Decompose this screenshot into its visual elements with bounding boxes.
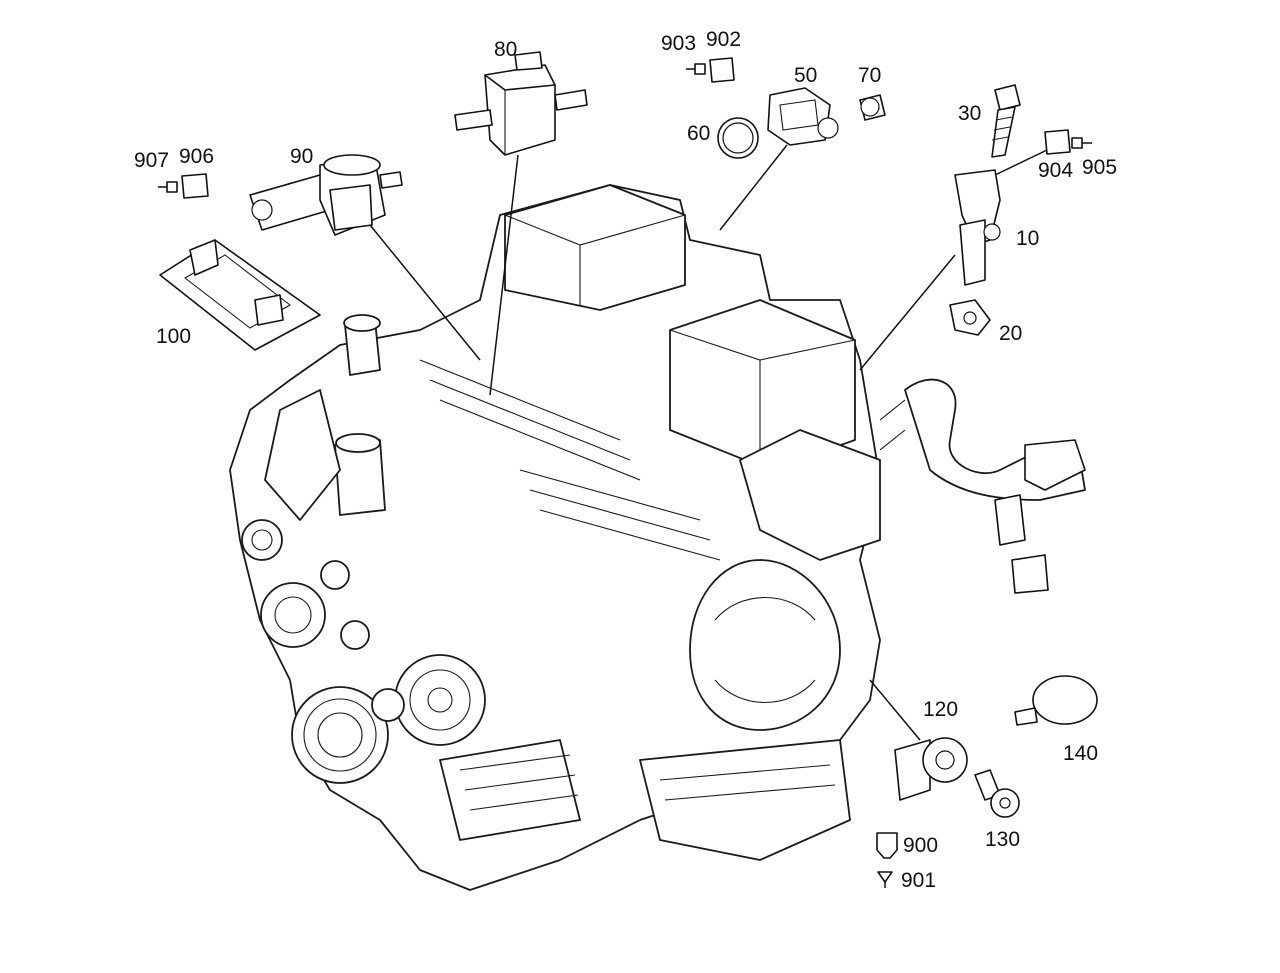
callout-30: 30 [958,102,981,125]
callout-907: 907 [134,149,169,172]
part-904-905-connectors [1044,129,1092,155]
callout-902: 902 [706,28,741,51]
part-70-plug [859,94,886,121]
part-10-sensor [954,169,1001,286]
leader-80 [489,154,519,396]
callout-80: 80 [494,38,517,61]
leader-lines [369,144,1048,741]
callout-labels: 80 903 902 50 70 60 30 904 905 10 20 907… [134,28,1117,892]
part-130-bolt [974,769,1020,818]
part-900-901-connectors [876,832,898,888]
callout-50: 50 [794,64,817,87]
callout-120: 120 [923,698,958,721]
part-902-903-connectors [686,57,735,83]
leader-120 [869,679,921,741]
part-906-907-connectors [158,173,209,199]
callout-60: 60 [687,122,710,145]
part-30-bolt [991,84,1021,158]
part-20-seal [949,299,991,336]
part-50-sensor [767,87,839,146]
part-90-actuator [249,154,403,236]
leader-10 [859,254,956,371]
callout-905: 905 [1082,156,1117,179]
leader-90 [369,224,481,361]
callout-904: 904 [1038,159,1073,182]
callout-130: 130 [985,828,1020,851]
callout-140: 140 [1063,742,1098,765]
callout-906: 906 [179,145,214,168]
callout-70: 70 [858,64,881,87]
part-80-valve [454,51,588,156]
part-60-o-ring [717,117,759,159]
callout-100: 100 [156,325,191,348]
engine-assembly [229,184,1086,891]
part-140-cable-tie [1014,675,1098,726]
callout-90: 90 [290,145,313,168]
part-100-bracket [159,239,321,351]
callout-900: 900 [903,834,938,857]
part-120-knock-sensor [894,737,968,801]
leader-50 [719,144,788,231]
leader-904 [994,149,1048,176]
callout-20: 20 [999,322,1022,345]
callout-901: 901 [901,869,936,892]
callout-10: 10 [1016,227,1039,250]
callout-903: 903 [661,32,696,55]
